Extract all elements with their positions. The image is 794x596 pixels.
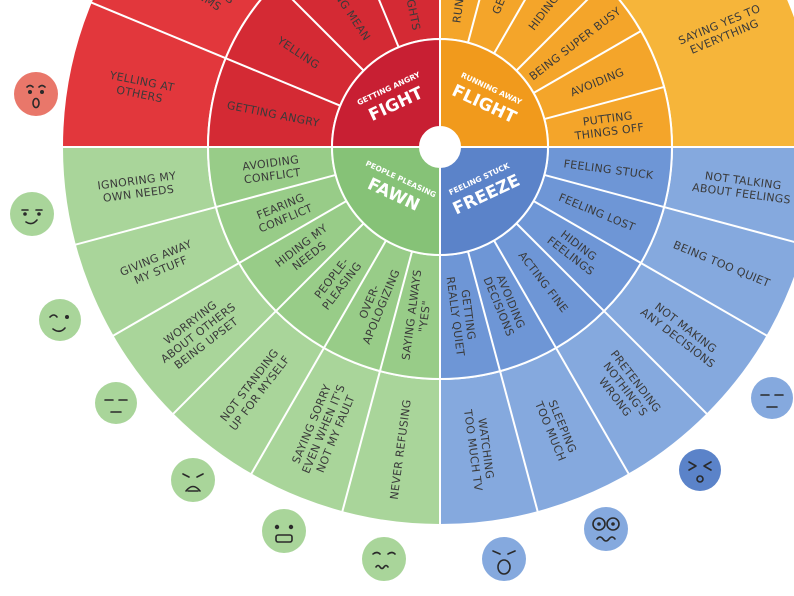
anguished-face-icon [482,537,526,581]
sad-face-icon [171,458,215,502]
flight-inner-divider [533,30,642,94]
fawn-outer-divider [172,310,277,415]
fight-inner-divider [225,57,341,107]
flight-inner-divider [493,0,527,54]
fawn-inner-divider [378,251,414,372]
fawn-inner-divider [238,200,347,264]
flight-inner-divider [466,0,481,43]
flight-inner-label: PUTTINGTHINGS OFF [571,108,645,143]
fawn-inner-divider [275,222,365,312]
freeze-core [439,146,550,257]
freeze-outer-divider [640,262,768,337]
fight-outer-divider [90,1,227,60]
freeze-outer-divider [555,347,630,475]
fawn-inner-divider [323,240,387,349]
freeze-outer-divider [663,206,794,243]
fight-inner-divider [378,0,400,48]
worried-face-icon [362,537,406,581]
squint-face-icon [679,449,721,491]
smirk-face-icon [10,192,54,236]
fawn-inner-divider [215,173,336,209]
fight-core [330,37,441,148]
surprised-face-icon [14,72,58,116]
fawn-outer-divider [250,347,325,475]
flight-core [439,37,550,148]
fight-inner-divider [291,0,365,72]
fawn-outer-divider [112,262,240,337]
freeze-inner-divider [515,222,605,312]
freeze-inner-divider [533,200,642,264]
fawn-outer-divider [74,206,217,246]
fawn-outer-divider [341,370,381,513]
freeze-outer-divider [603,310,708,415]
fawn-inner-label: AVOIDINGCONFLICT [242,153,302,186]
unamused-face-icon [95,382,137,424]
freeze-inner-divider [493,240,557,349]
freeze-outer-divider [499,370,539,513]
flight-inner-divider [515,0,589,72]
dizzy-face-icon [584,507,628,551]
wink-face-icon [39,299,81,341]
wheel-center [422,129,458,165]
freeze-inner-divider [466,251,502,372]
flight-inner-divider [544,85,665,121]
unamused-face-icon [751,377,793,419]
grimace-face-icon [262,509,306,553]
freeze-inner-divider [544,173,665,209]
flight-outer-ring [618,0,794,148]
fawn-core [330,146,441,257]
